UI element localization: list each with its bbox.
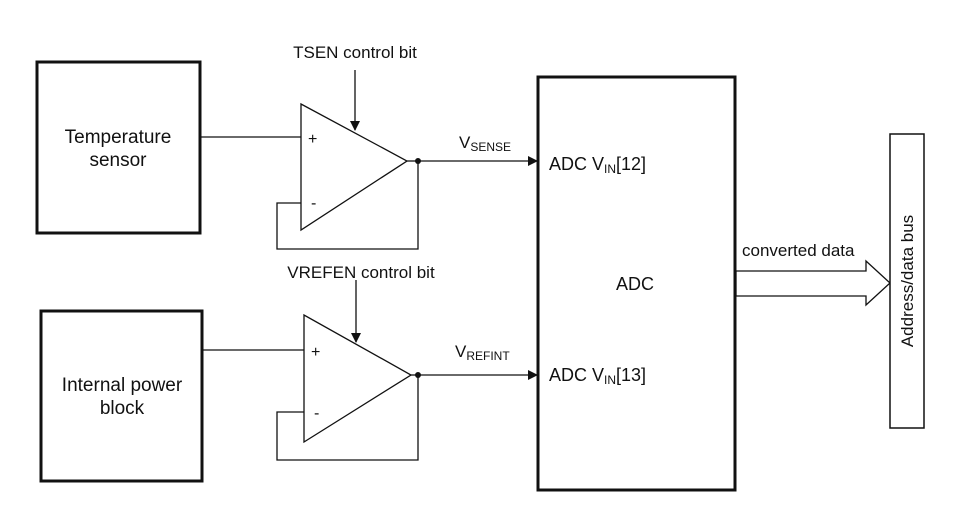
- opamp-triangle-1: [300, 102, 409, 232]
- internal-power-label-line1: Internal power: [62, 375, 183, 396]
- converted-data-label: converted data: [742, 241, 855, 260]
- adc-input-13-label: ADC VIN[13]: [549, 365, 646, 387]
- temperature-sensor-label-line2: sensor: [89, 150, 147, 171]
- adc-input-12-label: ADC VIN[12]: [549, 154, 646, 176]
- vsense-sub: SENSE: [470, 140, 511, 154]
- adc-in13-suffix: [13]: [616, 365, 646, 385]
- opamp2-plus-label: +: [311, 344, 320, 361]
- vrefint-sub: REFINT: [466, 349, 510, 363]
- internal-power-block: Internal power block: [39, 309, 204, 483]
- vsense-main: V: [459, 133, 471, 152]
- vrefen-opamp: + - VREFEN control bit: [276, 263, 435, 461]
- adc-in13-prefix: ADC V: [549, 365, 604, 385]
- adc-in12-suffix: [12]: [616, 154, 646, 174]
- adc-block: ADC ADC VIN[12] ADC VIN[13]: [536, 75, 737, 492]
- opamp1-minus-label: -: [311, 195, 316, 212]
- tsen-control-label: TSEN control bit: [293, 43, 417, 62]
- adc-in12-sub: IN: [604, 162, 616, 176]
- opamp2-feedback-wire: [276, 375, 419, 461]
- adc-in13-sub: IN: [604, 373, 616, 387]
- vsense-label: VSENSE: [459, 133, 511, 154]
- adc-label: ADC: [616, 274, 654, 294]
- internal-power-label-line2: block: [100, 398, 145, 419]
- address-data-bus-block: Address/data bus: [889, 133, 925, 429]
- adc-in12-prefix: ADC V: [549, 154, 604, 174]
- vrefen-control-label: VREFEN control bit: [287, 263, 435, 282]
- tsen-opamp: + - TSEN control bit: [276, 43, 421, 250]
- converted-data-arrow: [735, 259, 891, 307]
- opamp1-feedback-wire: [276, 161, 419, 250]
- vrefint-label: VREFINT: [455, 342, 510, 363]
- temperature-sensor-block: Temperature sensor: [35, 60, 202, 235]
- vrefint-main: V: [455, 342, 467, 361]
- temperature-sensor-label-line1: Temperature: [65, 127, 172, 148]
- opamp2-minus-label: -: [314, 405, 319, 422]
- opamp1-plus-label: +: [308, 131, 317, 148]
- address-data-bus-label: Address/data bus: [898, 215, 917, 347]
- opamp-triangle-2: [303, 313, 413, 444]
